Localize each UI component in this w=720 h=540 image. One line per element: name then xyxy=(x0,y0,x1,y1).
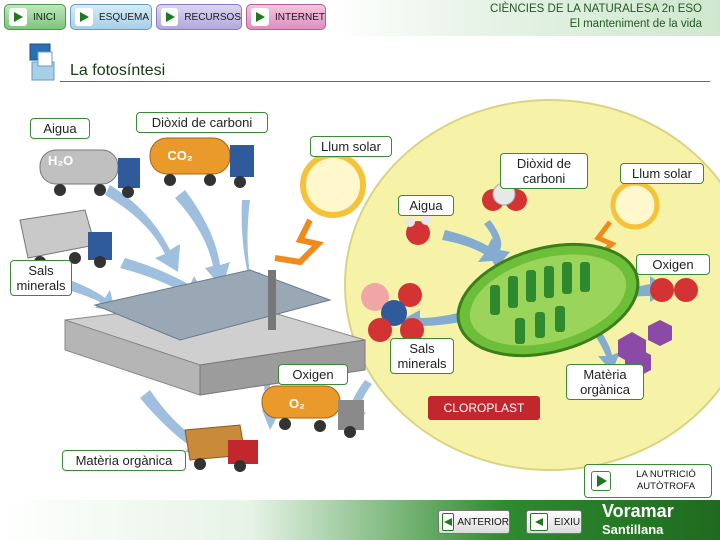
label-oxigen-right: Oxigen xyxy=(636,254,710,275)
next-topic-link[interactable]: LA NUTRICIÓ AUTÒTROFA xyxy=(584,464,712,498)
internet-button[interactable]: INTERNET xyxy=(246,4,326,30)
play-icon xyxy=(591,471,611,491)
recursos-label: RECURSOS xyxy=(184,12,241,23)
play-icon xyxy=(9,8,27,26)
inici-button[interactable]: INICI xyxy=(4,4,66,30)
esquema-label: ESQUEMA xyxy=(99,12,149,23)
brand-logo: Voramar Santillana xyxy=(600,500,716,540)
label-llum-left: Llum solar xyxy=(310,136,392,157)
anterior-label: ANTERIOR xyxy=(457,517,509,528)
course-title: CIÈNCIES DE LA NATURALESA 2n ESO xyxy=(490,3,702,15)
label-dioxid-right: Diòxid de carboni xyxy=(500,153,588,189)
brand-bottom: Santillana xyxy=(602,522,663,537)
organic-truck-icon xyxy=(185,425,258,472)
label-materia-left: Matèria orgànica xyxy=(62,450,186,471)
play-icon xyxy=(75,8,93,26)
label-aigua-left: Aigua xyxy=(30,118,90,139)
eixiu-label: EIXIU xyxy=(554,517,580,528)
sun-right-icon xyxy=(613,183,657,227)
oxygen-truck-icon xyxy=(262,386,364,438)
label-o2: O₂ xyxy=(280,394,314,413)
play-icon xyxy=(251,8,269,26)
back-icon xyxy=(442,513,454,531)
label-sals-left: Sals minerals xyxy=(10,260,72,296)
label-aigua-right: Aigua xyxy=(398,195,454,216)
light-ray-left-icon xyxy=(275,220,318,262)
label-sals-right: Sals minerals xyxy=(390,338,454,374)
label-llum-right: Llum solar xyxy=(620,163,704,184)
anterior-button[interactable]: ANTERIOR xyxy=(438,510,510,534)
recursos-button[interactable]: RECURSOS xyxy=(156,4,242,30)
label-co2: CO₂ xyxy=(160,146,200,165)
inici-label: INICI xyxy=(33,12,56,23)
label-h2o: H₂O xyxy=(44,151,76,170)
exit-icon xyxy=(530,513,548,531)
brand-top: Voramar xyxy=(602,501,674,522)
section-logo xyxy=(24,40,54,70)
unit-title: El manteniment de la vida xyxy=(570,18,702,30)
label-oxigen-left: Oxigen xyxy=(278,364,348,385)
label-dioxid-left: Diòxid de carboni xyxy=(136,112,268,133)
internet-label: INTERNET xyxy=(275,12,325,23)
sun-left-icon xyxy=(303,155,363,215)
next-topic-label: LA NUTRICIÓ AUTÒTROFA xyxy=(625,469,707,493)
label-materia-right: Matèria orgànica xyxy=(566,364,644,400)
eixiu-button[interactable]: EIXIU xyxy=(526,510,582,534)
section-title: La fotosíntesi xyxy=(70,62,165,80)
play-icon xyxy=(161,8,178,26)
cloroplast-label: CLOROPLAST xyxy=(428,396,540,420)
title-underline xyxy=(60,81,710,82)
esquema-button[interactable]: ESQUEMA xyxy=(70,4,152,30)
